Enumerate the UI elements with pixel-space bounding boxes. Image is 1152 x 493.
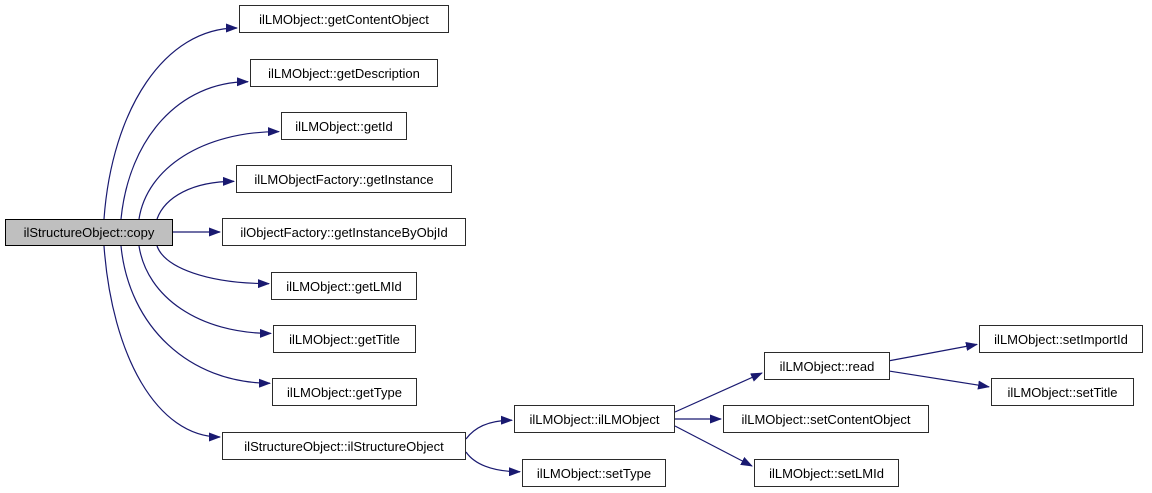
node-illmobject-gettype[interactable]: ilLMObject::getType — [272, 378, 417, 406]
node-label: ilLMObject::getDescription — [268, 65, 420, 81]
node-illmobject-getdescription[interactable]: ilLMObject::getDescription — [250, 59, 438, 87]
call-edge-copy-to-getLMId — [156, 245, 270, 289]
node-illmobject-getlmid[interactable]: ilLMObject::getLMId — [271, 272, 417, 300]
node-illmobject-getid[interactable]: ilLMObject::getId — [281, 112, 407, 140]
node-illmobject-constructor[interactable]: ilLMObject::ilLMObject — [514, 405, 675, 433]
call-edge-copy-to-ilStructureObject — [103, 245, 221, 442]
call-edge-read-to-setImportId — [889, 341, 978, 362]
call-edge-read-to-setTitle — [889, 370, 990, 390]
call-edge-ilStructureObject-to-setType — [465, 451, 521, 477]
node-label: ilObjectFactory::getInstanceByObjId — [240, 224, 448, 240]
node-label: ilLMObject::getId — [295, 118, 393, 134]
node-label: ilLMObject::getLMId — [286, 278, 402, 294]
node-illmobject-getcontentobject[interactable]: ilLMObject::getContentObject — [239, 5, 449, 33]
call-edge-copy-to-getType — [120, 245, 271, 388]
node-ilstructureobject-constructor[interactable]: ilStructureObject::ilStructureObject — [222, 432, 466, 460]
node-label: ilLMObject::setImportId — [994, 331, 1128, 347]
node-label: ilLMObject::read — [779, 358, 875, 374]
node-label: ilLMObject::ilLMObject — [529, 411, 660, 427]
node-illmobject-read[interactable]: ilLMObject::read — [764, 352, 890, 380]
node-label: ilLMObjectFactory::getInstance — [254, 171, 434, 187]
node-illmobjectfactory-getinstance[interactable]: ilLMObjectFactory::getInstance — [236, 165, 452, 193]
node-illmobject-setimportid[interactable]: ilLMObject::setImportId — [979, 325, 1143, 353]
call-edge-copy-to-getTitle — [138, 245, 272, 338]
call-edge-ilStructureObject-to-ilLMObject — [465, 415, 513, 440]
node-label: ilLMObject::setContentObject — [741, 411, 911, 427]
node-label: ilLMObject::setType — [536, 465, 652, 481]
node-illmobject-settitle[interactable]: ilLMObject::setTitle — [991, 378, 1134, 406]
node-label: ilLMObject::setLMId — [769, 465, 884, 481]
node-label: ilLMObject::getContentObject — [259, 11, 429, 27]
node-label: ilStructureObject::copy — [23, 225, 155, 240]
node-illmobject-setlmid[interactable]: ilLMObject::setLMId — [754, 459, 899, 487]
node-label: ilLMObject::getType — [287, 384, 402, 400]
node-label: ilStructureObject::ilStructureObject — [244, 438, 444, 454]
node-label: ilLMObject::getTitle — [289, 331, 400, 347]
node-illmobject-gettitle[interactable]: ilLMObject::getTitle — [273, 325, 416, 353]
node-illmobject-setcontentobject[interactable]: ilLMObject::setContentObject — [723, 405, 929, 433]
node-ilstructureobject-copy: ilStructureObject::copy — [5, 219, 173, 246]
node-ilobjectfactory-getinstancebyobjid[interactable]: ilObjectFactory::getInstanceByObjId — [222, 218, 466, 246]
call-edge-copy-to-getDescription — [120, 77, 249, 220]
node-illmobject-settype[interactable]: ilLMObject::setType — [522, 459, 666, 487]
call-edge-copy-to-getInstance — [156, 176, 235, 220]
node-label: ilLMObject::setTitle — [1007, 384, 1118, 400]
call-edge-copy-to-getContentObject — [103, 23, 238, 220]
